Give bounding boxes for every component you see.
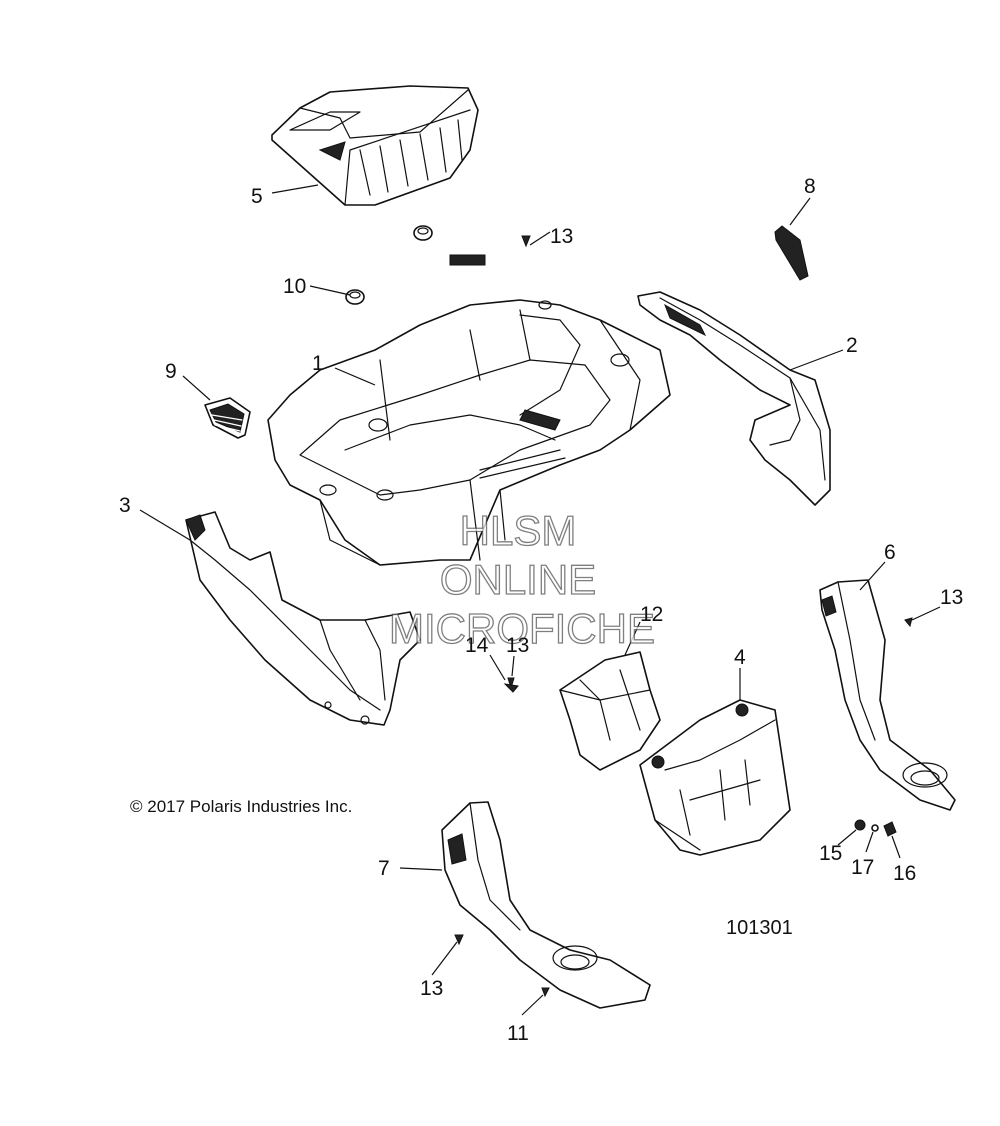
part-9-grille xyxy=(204,397,251,439)
part-6-right-lower-panel xyxy=(819,579,956,811)
callout-7: 7 xyxy=(378,857,390,880)
part-1-cargo-bed xyxy=(267,254,671,566)
part-12-panel xyxy=(559,651,661,771)
callout-14: 14 xyxy=(465,634,489,657)
callout-3: 3 xyxy=(119,494,131,517)
part-10-grommets xyxy=(345,225,433,305)
leader-lines xyxy=(139,184,941,1016)
part-5-rack-tray xyxy=(271,85,479,206)
part-2-right-panel xyxy=(637,291,831,506)
callout-10: 10 xyxy=(283,275,306,298)
callout-6: 6 xyxy=(884,541,896,564)
callout-2: 2 xyxy=(846,334,858,357)
callout-17: 17 xyxy=(851,856,874,879)
part-7-left-lower-panel xyxy=(441,801,651,1009)
callout-1: 1 xyxy=(312,352,324,375)
callout-12: 12 xyxy=(640,603,663,626)
diagram-number: 101301 xyxy=(726,917,793,939)
callout-11: 11 xyxy=(507,1022,529,1045)
part-3-left-panel xyxy=(185,511,421,726)
watermark: HLSM ONLINE MICROFICHE xyxy=(388,506,655,652)
callout-8: 8 xyxy=(804,175,816,198)
callout-13-top: 13 xyxy=(550,225,573,248)
callout-16: 16 xyxy=(893,862,916,885)
watermark-line1: HLSM xyxy=(460,507,577,554)
hardware-fasteners xyxy=(454,235,913,998)
callout-9: 9 xyxy=(165,360,177,383)
copyright-notice: © 2017 Polaris Industries Inc. xyxy=(130,797,352,816)
watermark-line3: MICROFICHE xyxy=(389,605,655,652)
callout-labels: 5 10 13 8 1 9 2 3 12 4 6 13 14 13 7 13 1… xyxy=(119,175,963,1045)
watermark-line2: ONLINE xyxy=(440,556,596,603)
callout-5: 5 xyxy=(251,185,263,208)
callout-13-right: 13 xyxy=(940,586,963,609)
callout-15: 15 xyxy=(819,842,842,865)
callout-13-bottom: 13 xyxy=(420,977,443,1000)
part-8-bracket xyxy=(774,225,809,281)
callout-4: 4 xyxy=(734,646,746,669)
part-4-tray xyxy=(639,699,791,856)
callout-13-middle: 13 xyxy=(506,634,529,657)
